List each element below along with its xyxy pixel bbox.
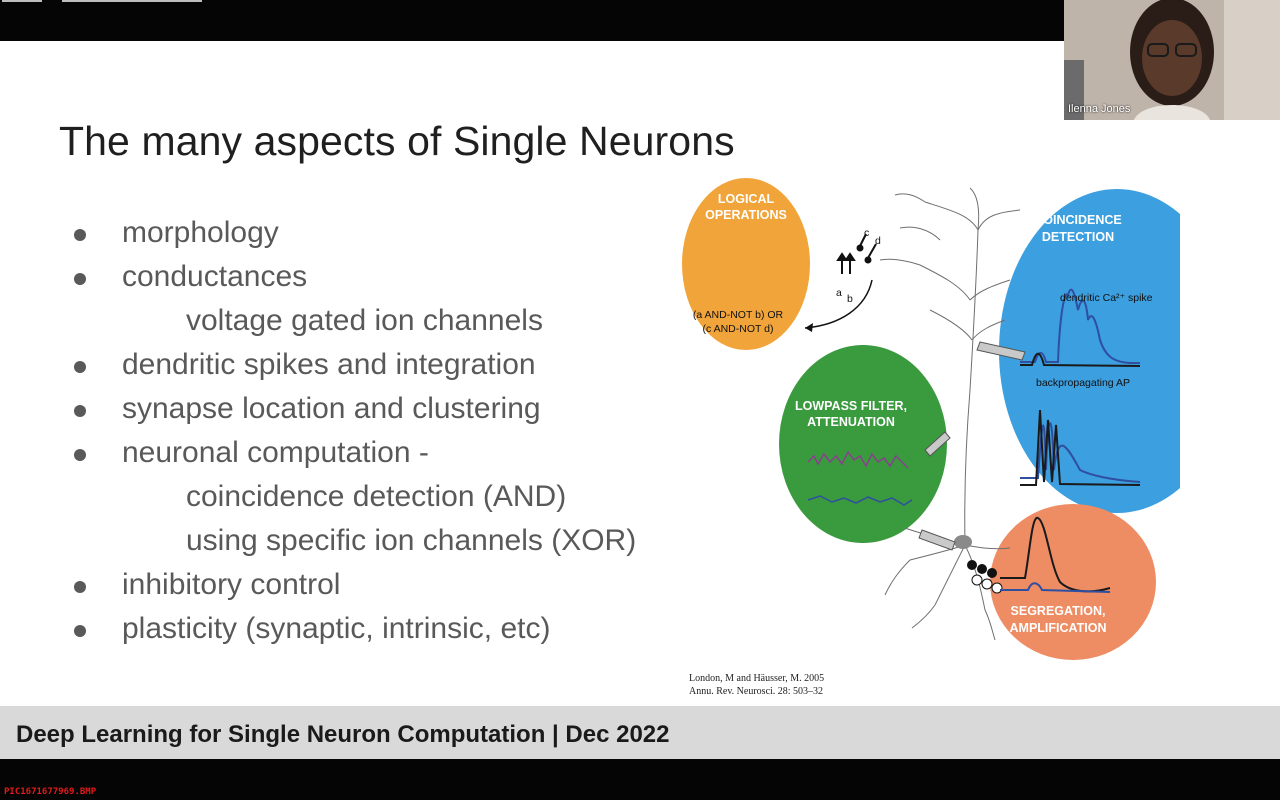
logic-letter-d: d <box>875 235 881 247</box>
logic-expression-line2: (c AND-NOT d) <box>703 323 774 335</box>
footer-text: Deep Learning for Single Neuron Computat… <box>16 721 670 748</box>
dendritic-spike-trace <box>1020 288 1140 364</box>
bottom-black-bar <box>0 759 1280 800</box>
participant-video-tile[interactable] <box>1064 0 1280 120</box>
lowpass-output-trace <box>807 495 913 506</box>
bullet-item: conductances <box>122 260 308 293</box>
neuron-computation-figure: LOGICAL OPERATIONS COINCIDENCE DETECTION… <box>682 178 1180 660</box>
segregation-amplification-ellipse <box>990 504 1156 660</box>
logic-letter-c: c <box>864 227 869 239</box>
bullet-dot <box>74 361 86 373</box>
logic-letter-b: b <box>847 293 853 305</box>
lowpass-filter-label-line1: LOWPASS FILTER, <box>795 399 907 413</box>
non-amplified-trace <box>1000 582 1111 593</box>
sub-bullet-item: using specific ion channels (XOR) <box>186 524 637 557</box>
bullet-item: inhibitory control <box>122 568 341 601</box>
bullet-dot <box>74 449 86 461</box>
neuron-drawing <box>879 187 1021 641</box>
segregation-label-line2: AMPLIFICATION <box>1010 621 1107 635</box>
neuron-soma <box>954 535 972 549</box>
sub-bullet-item: voltage gated ion channels <box>186 304 543 337</box>
slide-title: The many aspects of Single Neurons <box>59 118 735 164</box>
participant-video-frame <box>1064 0 1280 120</box>
logic-letter-a: a <box>836 287 842 299</box>
bullet-dot <box>74 405 86 417</box>
logic-output-arrowhead <box>805 323 813 332</box>
segregation-label-line1: SEGREGATION, <box>1011 604 1106 618</box>
logic-input-arrows <box>836 233 877 274</box>
bullet-item: dendritic spikes and integration <box>122 348 536 381</box>
coincidence-detection-label-line1: COINCIDENCE <box>1034 213 1122 227</box>
lowpass-filter-ellipse <box>779 345 947 543</box>
file-label: PIC1671677969.BMP <box>4 787 97 797</box>
lowpass-filter-label-line2: ATTENUATION <box>807 415 895 429</box>
bullet-dot <box>74 625 86 637</box>
bullet-item: plasticity (synaptic, intrinsic, etc) <box>122 612 551 645</box>
synapse-markers <box>967 560 1003 594</box>
top-bar-artifact <box>62 0 202 2</box>
coincidence-detection-label-line2: DETECTION <box>1042 230 1114 244</box>
bullet-item: neuronal computation - <box>122 436 429 469</box>
electrodes <box>918 341 1026 551</box>
logic-output-arrow <box>804 279 873 329</box>
backpropagating-ap-label: backpropagating AP <box>1036 377 1130 389</box>
citation-line1: London, M and Häusser, M. 2005 <box>689 673 825 684</box>
bullet-dot <box>74 273 86 285</box>
dendritic-spike-label: dendritic Ca²⁺ spike <box>1060 292 1153 304</box>
burst-trace-blue <box>1020 422 1141 483</box>
bullet-item: morphology <box>122 216 279 249</box>
logic-expression-line1: (a AND-NOT b) OR <box>693 309 784 321</box>
soma-trace-1 <box>1020 352 1141 367</box>
citation-line2: Annu. Rev. Neurosci. 28: 503–32 <box>689 686 824 697</box>
burst-trace-black <box>1020 409 1141 486</box>
logical-operations-ellipse <box>682 178 810 350</box>
bullet-item: synapse location and clustering <box>122 392 541 425</box>
participant-name: Ilenna Jones <box>1068 103 1131 115</box>
top-bar-artifact <box>2 0 42 2</box>
bullet-dot <box>74 229 86 241</box>
logical-operations-label-line1: LOGICAL <box>718 192 775 206</box>
lowpass-input-trace <box>807 450 909 469</box>
slide-footer <box>0 706 1280 759</box>
bullet-dot <box>74 581 86 593</box>
logical-operations-label-line2: OPERATIONS <box>705 208 787 222</box>
sub-bullet-item: coincidence detection (AND) <box>186 480 567 513</box>
